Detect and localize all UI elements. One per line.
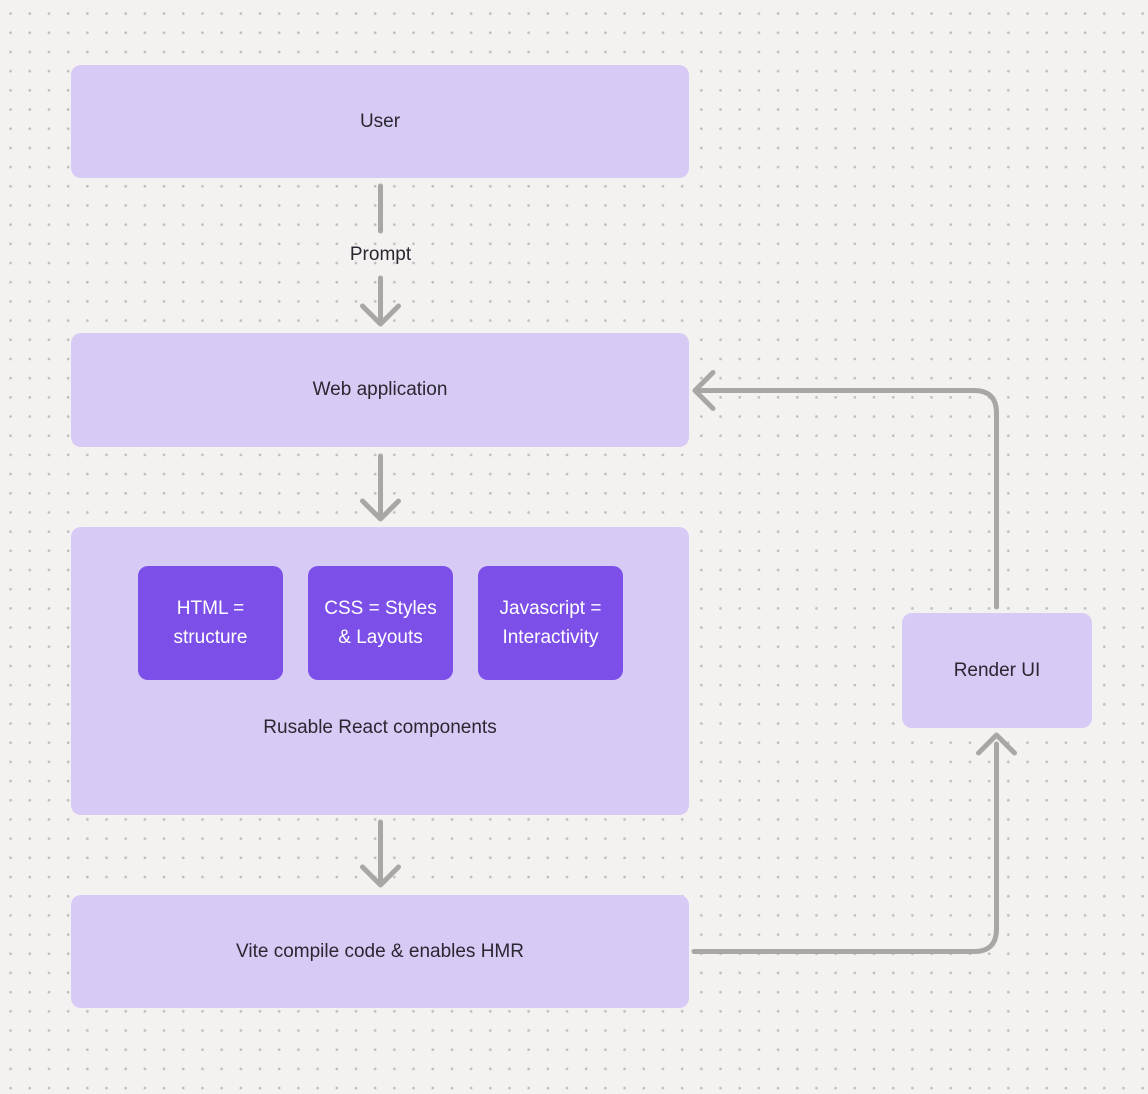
chip-line: structure (173, 627, 248, 648)
chip-line: Javascript = (499, 598, 602, 619)
chip-line: HTML = (176, 598, 245, 619)
node-components-label: Rusable React components (263, 717, 497, 738)
arrowhead-down-icon (360, 498, 401, 522)
node-vite[interactable]: Vite compile code & enables HMR (71, 895, 689, 1008)
node-components-container[interactable]: HTML = structure CSS = Styles & Layouts … (71, 527, 689, 815)
node-web-application-label: Web application (312, 379, 448, 401)
node-javascript-interactivity[interactable]: Javascript = Interactivity (478, 566, 623, 680)
chip-line: Interactivity (502, 627, 599, 648)
chip-line: CSS = Styles (324, 598, 437, 619)
connector-prompt-label: Prompt (349, 244, 412, 265)
arrowhead-up-icon (976, 732, 1017, 756)
connector-web-application-to-components[interactable] (360, 453, 401, 522)
node-vite-label: Vite compile code & enables HMR (236, 940, 524, 962)
connector-render-ui-to-web-application[interactable] (692, 370, 999, 610)
node-html-structure[interactable]: HTML = structure (138, 566, 283, 680)
connector-segment[interactable] (691, 741, 999, 954)
node-render-ui[interactable]: Render UI (902, 613, 1092, 728)
connector-vite-to-render-ui[interactable] (691, 732, 1017, 954)
node-css-styles[interactable]: CSS = Styles & Layouts (308, 566, 453, 680)
arrowhead-left-icon (692, 370, 716, 411)
node-render-ui-label: Render UI (953, 659, 1041, 681)
connector-segment[interactable] (698, 388, 999, 610)
node-user[interactable]: User (71, 65, 689, 178)
arrowhead-down-icon (360, 864, 401, 888)
arrowhead-down-icon (360, 303, 401, 327)
node-user-label: User (359, 110, 401, 132)
connector-user-to-web-application[interactable] (360, 183, 401, 327)
node-web-application[interactable]: Web application (71, 333, 689, 447)
chip-line: & Layouts (338, 627, 423, 648)
connector-components-to-vite[interactable] (360, 819, 401, 888)
